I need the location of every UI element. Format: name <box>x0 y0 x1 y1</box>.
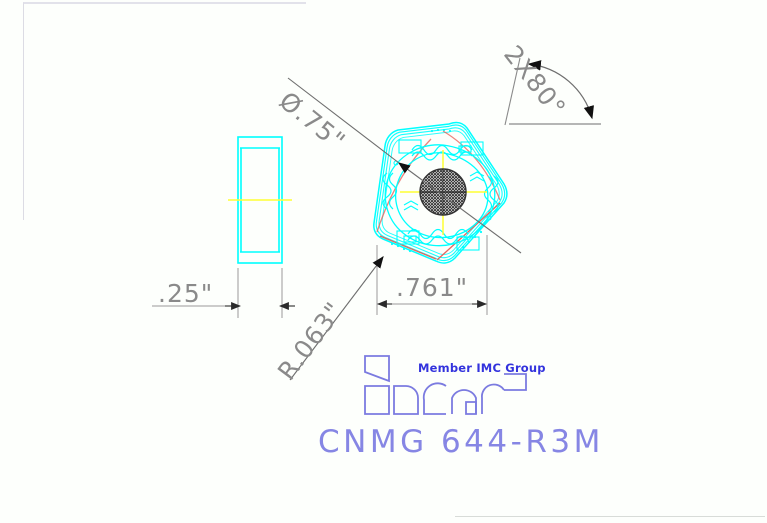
dim-label-edge-length: .761" <box>396 273 469 302</box>
bottom-rule-divider <box>455 516 765 517</box>
leader-radius-063 <box>289 256 384 381</box>
imc-group-tagline: Member IMC Group <box>418 361 546 375</box>
leader-diameter-75 <box>287 77 522 254</box>
dim-angle-2x80 <box>504 57 601 126</box>
part-number-label: CNMG 644-R3M <box>318 424 604 460</box>
dim-label-thickness: .25" <box>158 279 214 308</box>
